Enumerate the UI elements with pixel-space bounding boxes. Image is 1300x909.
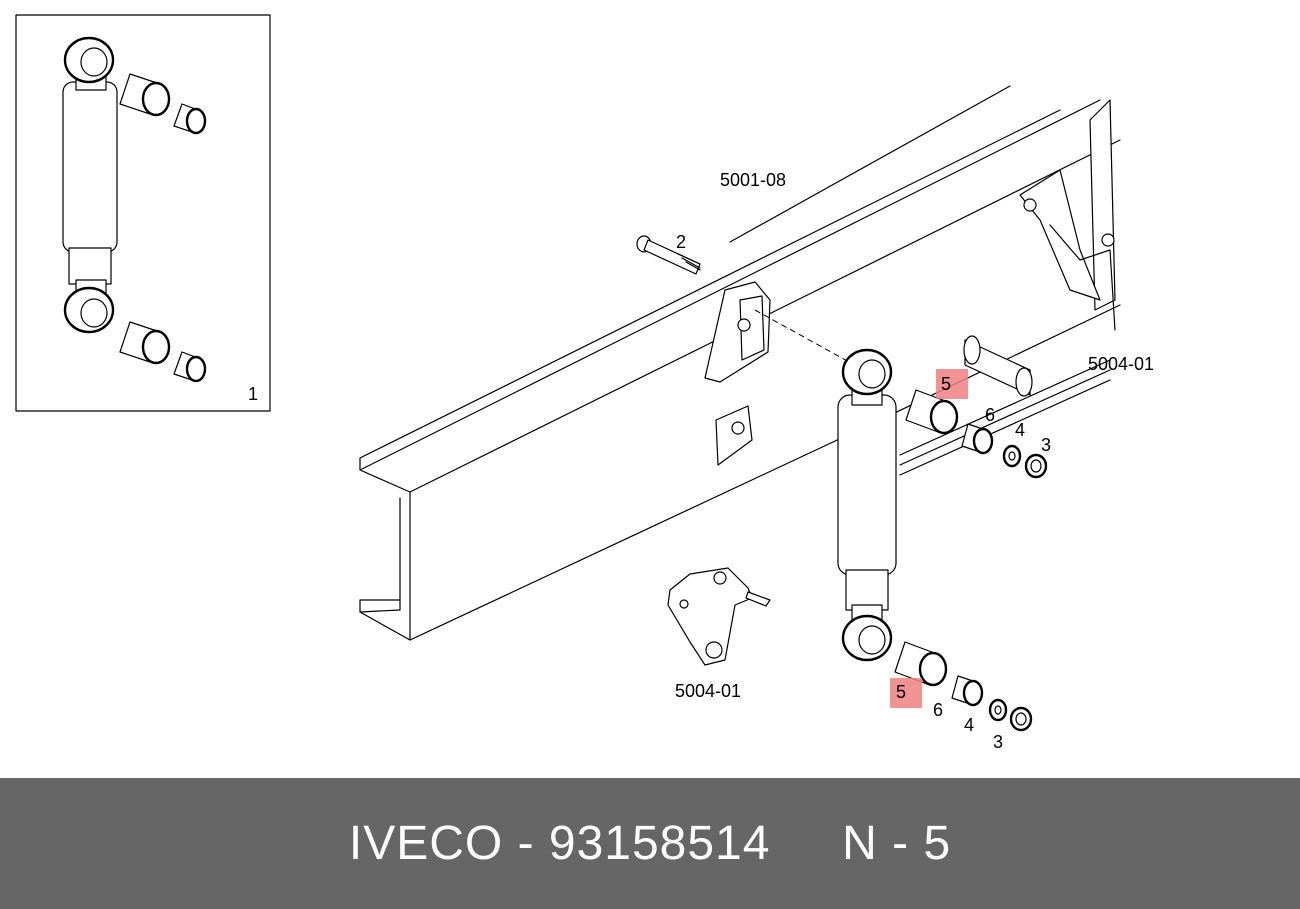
ref-frame: 5001-08 bbox=[720, 170, 786, 190]
bush-small-upper bbox=[961, 423, 994, 455]
inset-bush-small-upper bbox=[173, 103, 207, 135]
lower-axle-bracket bbox=[667, 567, 771, 666]
ref-bracket: 5004-01 bbox=[675, 681, 741, 701]
shock-absorber bbox=[837, 348, 897, 662]
bush-large-lower bbox=[894, 641, 948, 687]
callout-washer-upper: 4 bbox=[1015, 420, 1025, 440]
callout-bolt: 2 bbox=[676, 232, 686, 252]
inset-shock-absorber bbox=[62, 36, 118, 334]
nut-lower bbox=[1009, 706, 1033, 732]
part-number-caption: IVECO - 93158514 N - 5 bbox=[348, 817, 952, 870]
bush-small-lower bbox=[951, 675, 984, 707]
bolt: 2 bbox=[636, 232, 701, 275]
footer-bar: IVECO - 93158514 N - 5 bbox=[0, 778, 1300, 909]
bush-large-upper bbox=[905, 389, 959, 435]
inset-kit-panel: 1 bbox=[15, 14, 271, 412]
inset-bush-large-upper bbox=[119, 73, 171, 117]
callout-bush-small-upper: 6 bbox=[985, 405, 995, 425]
inset-frame bbox=[15, 14, 271, 412]
spring-hanger bbox=[1019, 99, 1116, 331]
upper-mounting-bracket bbox=[704, 281, 771, 466]
ref-axle: 5004-01 bbox=[1088, 354, 1154, 374]
callout-inset-item: 1 bbox=[248, 384, 258, 404]
callout-bush-large-lower: 5 bbox=[896, 682, 906, 702]
washer-upper bbox=[1002, 444, 1022, 468]
callout-bush-large-upper: 5 bbox=[941, 374, 951, 394]
highlight-callout-lower bbox=[890, 678, 922, 708]
parts-diagram: 1 2 bbox=[15, 14, 1154, 752]
callout-nut-upper: 3 bbox=[1041, 435, 1051, 455]
inset-bush-small-lower bbox=[173, 351, 207, 383]
inset-bush-large-lower bbox=[119, 321, 171, 365]
washer-lower bbox=[988, 698, 1008, 722]
callout-washer-lower: 4 bbox=[964, 715, 974, 735]
callout-nut-lower: 3 bbox=[993, 732, 1003, 752]
highlight-callout-upper bbox=[936, 369, 968, 399]
callout-bush-small-lower: 6 bbox=[933, 700, 943, 720]
nut-upper bbox=[1024, 453, 1048, 479]
leaf-spring bbox=[899, 335, 1111, 476]
alignment-line bbox=[754, 309, 861, 369]
